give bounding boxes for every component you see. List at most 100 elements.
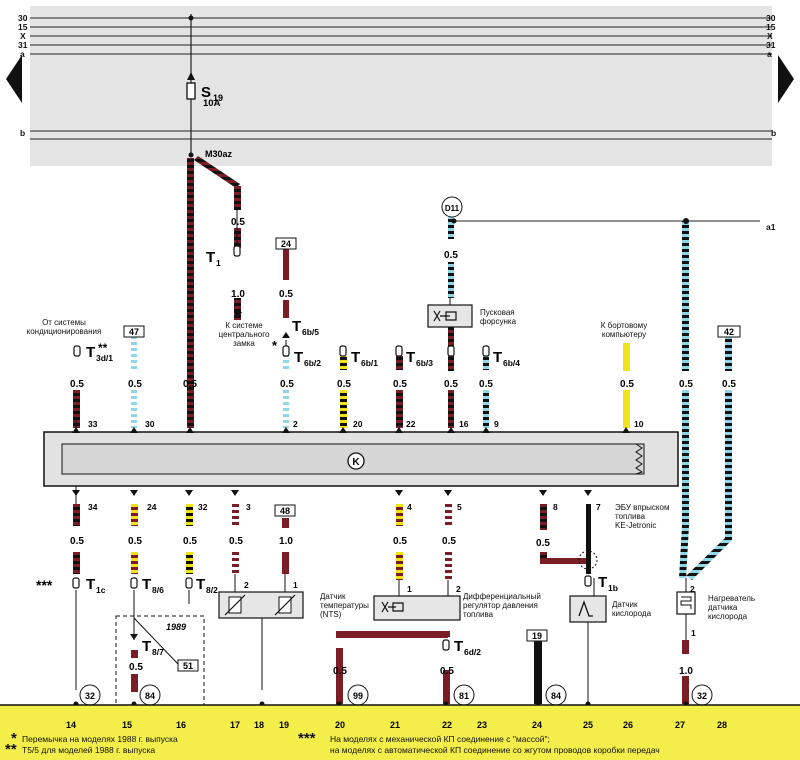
ref-circle-label: 99 [353,691,363,701]
ref-box[interactable] [717,325,741,338]
label-line: форсунка [480,317,517,326]
wire-size: 0.5 [129,662,143,673]
connector-plug-icon [584,575,592,587]
ref-box[interactable] [123,325,145,338]
column-number: 25 [583,720,593,730]
ref-box[interactable] [526,629,548,642]
rail-label-right: a [767,49,772,59]
rail-label-left: 31 [18,40,28,50]
connector-t1b-sub: 1b [608,583,618,593]
wire-size: 0.5 [393,536,407,547]
ref-box[interactable] [274,504,296,517]
label-line: ЭБУ впрыском [615,503,669,512]
footnote-text: На моделях с механической КП соединение … [330,734,550,744]
heater-coil-icon [680,596,692,609]
column-number: 28 [717,720,727,730]
connector-plug-icon [233,245,241,257]
footnote-text: Перемычка на моделях 1988 г. выпуска [22,734,178,744]
pin-number: 1 [293,580,298,590]
ref-circle[interactable] [441,196,463,218]
connector-t1-sub: 1 [216,258,221,268]
connector-t6b2-main: T [294,349,303,366]
footnote-mark: * [11,730,17,747]
column-number: 26 [623,720,633,730]
wire-size: 0.5 [279,289,293,300]
connector-t3d1-sub: 3d/1 [96,353,113,363]
ecu-symbol: K [352,457,360,468]
ref-circle-label: 32 [697,691,707,701]
ref-box-label: 42 [724,327,734,337]
pin-number: 22 [406,419,416,429]
label-line: К системе [225,321,263,330]
ecu-symbol-icon [347,452,365,470]
connector-t6b5-star: * [272,338,278,353]
injector-valve-icon [433,310,457,322]
wire-size: 0.5 [231,217,245,228]
wire-size: 0.5 [722,379,736,390]
connector-t1b-main: T [598,574,607,591]
label-line: Нагреватель [708,594,755,603]
rail-label-left: X [20,31,26,41]
sensor-curve-icon [578,600,593,617]
wire-size: 1.0 [679,666,693,677]
connector-plug-icon [482,345,490,357]
ref-box[interactable] [275,237,297,250]
diff-regulator-device [373,595,461,621]
pin-number: 7 [596,502,601,512]
label-line: кондиционирования [27,327,102,336]
year-label: 1989 [166,622,186,632]
wire-size: 1.0 [279,536,293,547]
wire-size: 0.5 [183,379,197,390]
wire-m30 [187,158,194,428]
wire-size: 0.5 [679,379,693,390]
pin-number: 4 [407,502,412,512]
pin-number: 8 [553,502,558,512]
ref-box-label: 48 [280,506,290,516]
pin-number: 2 [293,419,298,429]
label-line: (NTS) [320,610,342,619]
connector-plug-icon [442,639,450,651]
connector-plug-icon [339,345,347,357]
footnote-text: на моделях с автоматической КП соединени… [330,745,660,755]
ref-box[interactable] [177,659,199,672]
footnote-mark: *** [298,730,316,747]
column-number: 14 [66,720,76,730]
footer-band [0,705,800,760]
fuse-name: S [201,84,211,101]
label-line: кислорода [708,612,748,621]
wire-size: 0.5 [229,536,243,547]
column-number: 24 [532,720,542,730]
next-page-arrow-icon[interactable] [778,55,794,103]
column-number: 21 [390,720,400,730]
connector-plug-icon [130,577,138,589]
rail-label-right: 15 [766,22,776,32]
ref-box-label: 47 [129,327,139,337]
ref-circle-label: 84 [145,691,155,701]
footnote-text: T5/5 для моделей 1988 г. выпуска [22,745,156,755]
column-number: 20 [335,720,345,730]
prev-page-arrow-icon[interactable] [6,55,22,103]
ref-circle-label: 84 [551,691,561,701]
arrow-icon [187,72,195,80]
connector-t86-sub: 8/6 [152,585,164,595]
wire-size: 0.5 [70,536,84,547]
pin-number: 2 [456,584,461,594]
wire-size: 0.5 [337,379,351,390]
wire-size: 1.0 [231,289,245,300]
wire-size: 0.5 [70,379,84,390]
pin-number: 2 [244,580,249,590]
connector-plug-icon [395,345,403,357]
label-line: температуры [320,601,369,610]
connector-plug-icon [185,577,193,589]
ref-box-label: 24 [281,239,291,249]
label-line: кислорода [612,609,652,618]
pin-number: 34 [88,502,98,512]
connector-t1-main: T [206,249,215,266]
rail-label-b-right: b [771,128,776,138]
wire-size: 0.5 [440,666,454,677]
